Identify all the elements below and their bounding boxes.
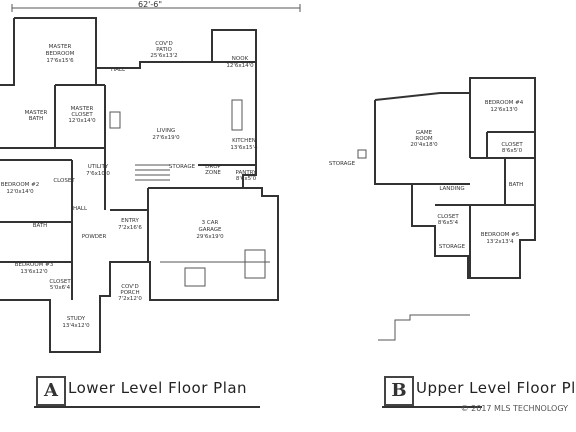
svg-text:PANTRY: PANTRY — [235, 170, 257, 176]
room-master-bedroom: MASTER — [49, 44, 72, 50]
svg-text:NOOK: NOOK — [232, 56, 249, 62]
svg-text:MASTER: MASTER — [25, 110, 48, 116]
room-patio-size: 25'6x13'2 — [150, 53, 177, 59]
svg-text:BEDROOM #5: BEDROOM #5 — [481, 232, 520, 238]
svg-text:HALL: HALL — [73, 206, 88, 212]
svg-text:27'6x19'0: 27'6x19'0 — [152, 135, 180, 141]
svg-text:BATH: BATH — [33, 223, 48, 229]
svg-text:3 CAR: 3 CAR — [202, 220, 219, 226]
upper-room-labels: GAME ROOM 20'4x18'0 BEDROOM #4 12'6x13'0… — [329, 100, 524, 250]
svg-text:8'6x5'0: 8'6x5'0 — [236, 176, 257, 182]
room-master-bedroom-2: BEDROOM — [46, 51, 75, 57]
lower-level-walls — [0, 17, 279, 353]
svg-text:COV'D: COV'D — [121, 284, 139, 290]
svg-text:ZONE: ZONE — [205, 170, 221, 176]
svg-text:PORCH: PORCH — [120, 290, 139, 296]
svg-text:BEDROOM #4: BEDROOM #4 — [485, 100, 524, 106]
svg-text:UTILITY: UTILITY — [88, 164, 109, 170]
room-patio: COV'D — [155, 41, 173, 47]
svg-text:CLOSET: CLOSET — [71, 112, 93, 118]
svg-text:GARAGE: GARAGE — [198, 227, 222, 233]
svg-text:BEDROOM #3: BEDROOM #3 — [15, 262, 54, 268]
svg-text:13'6x15'4: 13'6x15'4 — [230, 145, 258, 151]
svg-text:LANDING: LANDING — [439, 186, 464, 192]
svg-text:7'2x16'6: 7'2x16'6 — [118, 225, 142, 231]
room-master-bedroom-size: 17'6x15'6 — [46, 58, 74, 64]
svg-text:BATH: BATH — [29, 116, 44, 122]
svg-text:GAME: GAME — [416, 130, 433, 136]
upper-level-caption: Upper Level Floor Plan — [416, 379, 576, 397]
svg-text:12'6x14'0: 12'6x14'0 — [226, 63, 254, 69]
svg-text:8'6x5'0: 8'6x5'0 — [502, 148, 523, 154]
svg-text:12'6x13'0: 12'6x13'0 — [490, 107, 518, 113]
svg-text:MASTER: MASTER — [71, 106, 94, 112]
svg-text:LIVING: LIVING — [157, 128, 175, 134]
lower-room-labels: MASTER BEDROOM 17'6x15'6 COV'D PATIO 25'… — [1, 41, 258, 329]
svg-text:CLOSET: CLOSET — [437, 214, 459, 220]
svg-text:STUDY: STUDY — [67, 316, 86, 322]
svg-text:13'6x12'0: 13'6x12'0 — [20, 269, 48, 275]
svg-text:12'0x14'0: 12'0x14'0 — [68, 118, 96, 124]
upper-level-walls — [357, 77, 536, 341]
svg-text:STORAGE: STORAGE — [439, 244, 466, 250]
svg-text:BATH: BATH — [509, 182, 524, 188]
svg-text:BEDROOM #2: BEDROOM #2 — [1, 182, 40, 188]
svg-text:POWDER: POWDER — [82, 234, 107, 240]
svg-text:STORAGE: STORAGE — [329, 161, 356, 167]
lower-caption-rule — [34, 406, 260, 408]
svg-text:13'4x12'0: 13'4x12'0 — [62, 323, 90, 329]
svg-text:8'6x5'4: 8'6x5'4 — [438, 220, 459, 226]
svg-text:5'0x6'4: 5'0x6'4 — [50, 285, 71, 291]
upper-level-badge: B — [384, 376, 414, 406]
svg-text:DROP: DROP — [205, 164, 221, 170]
svg-text:12'0x14'0: 12'0x14'0 — [6, 189, 34, 195]
overall-dimension: 62'-6" — [138, 0, 163, 9]
svg-text:CLOSET: CLOSET — [49, 279, 71, 285]
lower-level-badge: A — [36, 376, 66, 406]
svg-text:STORAGE: STORAGE — [169, 164, 196, 170]
svg-text:KITCHEN: KITCHEN — [232, 138, 256, 144]
lower-level-caption: Lower Level Floor Plan — [68, 379, 248, 397]
svg-text:7'6x10'0: 7'6x10'0 — [86, 171, 110, 177]
svg-text:7'2x12'0: 7'2x12'0 — [118, 296, 142, 302]
room-patio-2: PATIO — [156, 47, 172, 53]
svg-text:CLOSET: CLOSET — [501, 142, 523, 148]
svg-text:20'4x18'0: 20'4x18'0 — [410, 142, 438, 148]
svg-text:CLOSET: CLOSET — [53, 178, 75, 184]
svg-text:13'2x13'4: 13'2x13'4 — [486, 239, 514, 245]
copyright-text: © 2017 MLS TECHNOLOGY — [460, 404, 568, 413]
svg-text:ENTRY: ENTRY — [121, 218, 139, 224]
svg-text:HALL: HALL — [111, 67, 126, 73]
svg-text:29'6x19'0: 29'6x19'0 — [196, 234, 224, 240]
upper-caption-rule — [382, 406, 482, 408]
svg-text:ROOM: ROOM — [415, 136, 432, 142]
